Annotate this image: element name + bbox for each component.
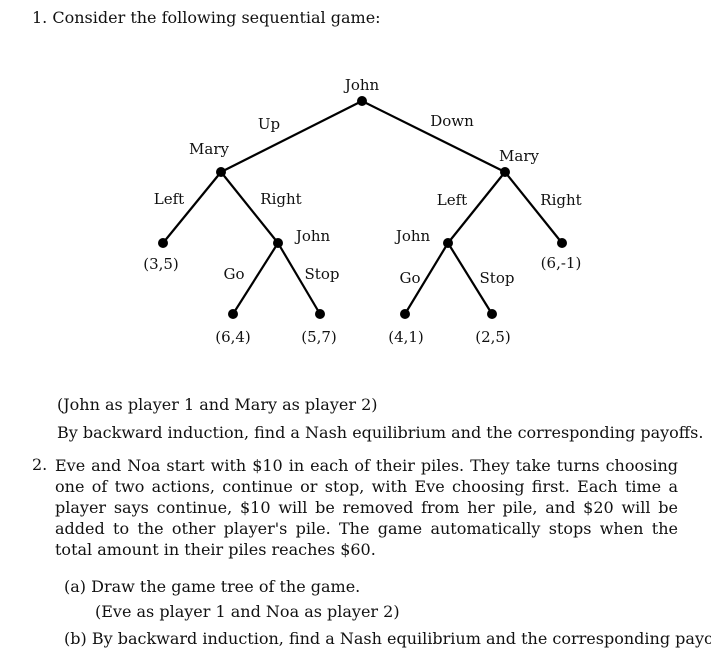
question-1-heading: 1. Consider the following sequential gam… [32, 8, 381, 27]
node-terminal-6-4 [228, 309, 238, 319]
payoff-6-4: (6,4) [215, 328, 251, 346]
payoff-4-1: (4,1) [388, 328, 424, 346]
label-right-2: Right [540, 191, 581, 209]
label-john-right: John [394, 227, 431, 245]
edge-go-left [232, 242, 279, 315]
part-a-note: (Eve as player 1 and Noa as player 2) [95, 602, 400, 621]
label-right-1: Right [260, 190, 301, 208]
part-b-text: By backward induction, find a Nash equil… [91, 629, 711, 648]
edge-stop-right [447, 242, 493, 315]
question-1-number: 1. [32, 8, 48, 27]
label-left-2: Left [437, 191, 467, 209]
label-stop-left: Stop [305, 265, 340, 283]
node-mary-left [216, 167, 226, 177]
payoff-3-5: (3,5) [143, 255, 179, 273]
node-john-right [443, 238, 453, 248]
label-left-1: Left [154, 190, 184, 208]
edge-go-right [404, 242, 449, 315]
node-john-left [273, 238, 283, 248]
node-terminal-5-7 [315, 309, 325, 319]
part-a-text: Draw the game tree of the game. [91, 577, 361, 596]
players-note: (John as player 1 and Mary as player 2) [57, 395, 378, 414]
part-a: (a) Draw the game tree of the game. [64, 577, 360, 596]
edge-stop-left [277, 242, 321, 315]
label-go-right: Go [399, 269, 420, 287]
part-a-label: (a) [64, 577, 87, 596]
question-1-intro: Consider the following sequential game: [52, 8, 381, 27]
label-john-left: John [294, 227, 331, 245]
question-2: 2. Eve and Noa start with $10 in each of… [32, 455, 678, 560]
part-b: (b) By backward induction, find a Nash e… [64, 629, 711, 648]
edge-down [361, 100, 506, 173]
payoff-5-7: (5,7) [301, 328, 337, 346]
label-down: Down [430, 112, 474, 130]
label-up: Up [258, 115, 280, 133]
label-mary-left: Mary [189, 140, 229, 158]
label-stop-right: Stop [480, 269, 515, 287]
edge-mary2-right [504, 171, 563, 244]
game-tree-diagram: John Up Down Mary Mary Left Right Left R… [143, 76, 582, 346]
label-go-left: Go [223, 265, 244, 283]
node-terminal-3-5 [158, 238, 168, 248]
question-2-text: Eve and Noa start with $10 in each of th… [55, 456, 678, 559]
edge-mary-left [162, 171, 222, 244]
question-2-number: 2. [32, 455, 48, 474]
node-root [357, 96, 367, 106]
node-terminal-2-5 [487, 309, 497, 319]
label-root-john: John [343, 76, 380, 94]
node-terminal-4-1 [400, 309, 410, 319]
edge-up [220, 100, 363, 173]
payoff-6-neg1: (6,-1) [541, 254, 582, 272]
question-1-task: By backward induction, find a Nash equil… [57, 423, 704, 442]
edge-mary-right [220, 171, 279, 244]
label-mary-right: Mary [499, 147, 539, 165]
part-b-label: (b) [64, 629, 87, 648]
node-mary-right [500, 167, 510, 177]
node-terminal-6-neg1 [557, 238, 567, 248]
edge-mary2-left [447, 171, 506, 244]
payoff-2-5: (2,5) [475, 328, 511, 346]
